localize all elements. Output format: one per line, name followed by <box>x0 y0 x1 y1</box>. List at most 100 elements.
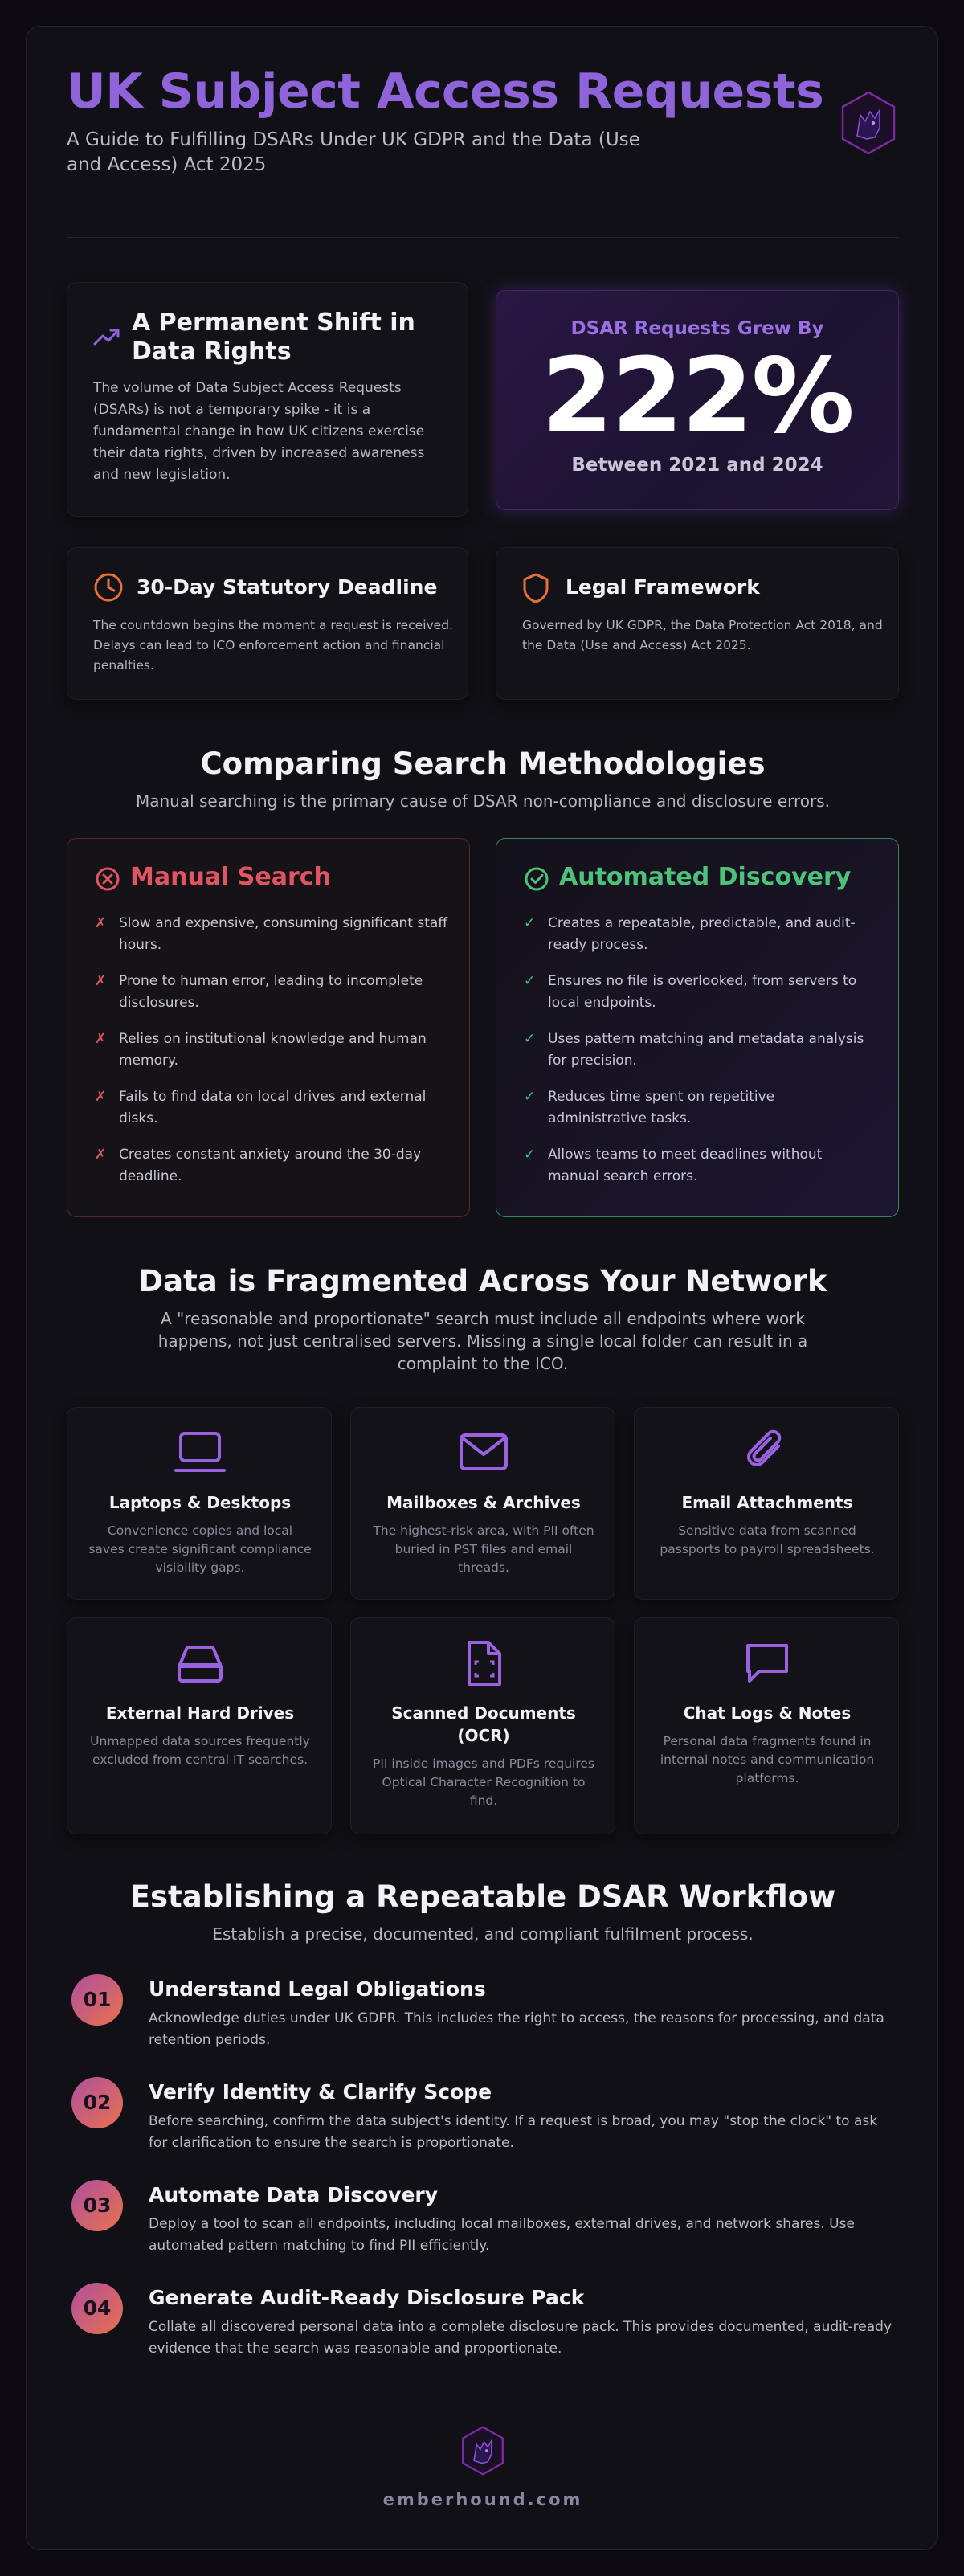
deadline-title: 30-Day Statutory Deadline <box>137 575 438 599</box>
stat-card: DSAR Requests Grew By 222% Between 2021 … <box>496 290 899 510</box>
intro-title: A Permanent Shift in Data Rights <box>132 309 415 366</box>
tile-scanned-documents: Scanned Documents (OCR) PII inside image… <box>350 1617 615 1834</box>
page-container: UK Subject Access Requests A Guide to Fu… <box>26 26 938 2550</box>
tile-text: PII inside images and PDFs requires Opti… <box>373 1756 594 1808</box>
list-item-text: Relies on institutional knowledge and hu… <box>119 1031 427 1069</box>
check-mark-icon: ✓ <box>524 915 536 931</box>
tile-title: Mailboxes & Archives <box>386 1493 581 1512</box>
tile-external-hard-drives: External Hard Drives Unmapped data sourc… <box>67 1617 332 1834</box>
step-title: Generate Audit-Ready Disclosure Pack <box>149 2286 585 2309</box>
step-text: Collate all discovered personal data int… <box>149 2319 893 2357</box>
paperclip-icon <box>747 1429 782 1466</box>
list-item-text: Reduces time spent on repetitive adminis… <box>548 1089 775 1126</box>
workflow-section-title: Establishing a Repeatable DSAR Workflow <box>129 1879 836 1914</box>
manual-search-title: Manual Search <box>130 863 331 891</box>
deadline-text: The countdown begins the moment a reques… <box>93 618 453 673</box>
list-item-text: Prone to human error, leading to incompl… <box>119 973 423 1011</box>
step-title: Understand Legal Obligations <box>149 1977 486 2001</box>
workflow-section-subtitle: Establish a precise, documented, and com… <box>212 1924 754 1944</box>
manual-search-card: Manual Search ✗ Slow and expensive, consu… <box>67 838 470 1217</box>
stat-value: 222% <box>541 337 854 456</box>
shield-icon <box>523 573 549 603</box>
list-item: ✗Slow and expensive, consuming significa… <box>95 913 448 956</box>
cross-mark-icon: ✗ <box>95 1089 107 1105</box>
hard-drive-icon <box>178 1646 223 1683</box>
legal-card: Legal Framework Governed by UK GDPR, the… <box>496 547 899 700</box>
list-item: ✓ Reduces time spent on repetitive admini… <box>524 1086 877 1130</box>
tile-text: Convenience copies and local saves creat… <box>88 1523 312 1575</box>
stat-label: DSAR Requests Grew By <box>570 318 824 339</box>
mail-icon <box>460 1433 508 1470</box>
legal-title: Legal Framework <box>566 575 760 599</box>
list-item: ✓Allows teams to meet deadlines without … <box>524 1144 877 1188</box>
automated-discovery-list: ✓ Creates a repeatable, predictable, and … <box>524 913 877 1202</box>
workflow-step-4: 04 Generate Audit-Ready Disclosure Pack … <box>67 2283 899 2371</box>
intro-card: A Permanent Shift in Data Rights The vol… <box>67 282 468 517</box>
chat-bubble-icon <box>746 1644 788 1683</box>
workflow-step-3: 03 Automate Data Discovery Deploy a tool… <box>67 2180 899 2268</box>
header: UK Subject Access Requests A Guide to Fu… <box>67 62 899 206</box>
check-mark-icon: ✓ <box>524 1147 536 1163</box>
tile-title: Scanned Documents (OCR) <box>391 1703 576 1745</box>
cross-mark-icon: ✗ <box>95 973 107 989</box>
compare-section-subtitle: Manual searching is the primary cause of… <box>135 791 831 811</box>
check-mark-icon: ✓ <box>524 973 536 989</box>
tile-title: Laptops & Desktops <box>108 1493 292 1512</box>
cross-mark-icon: ✗ <box>95 1031 107 1047</box>
footer-brand: emberhound.com <box>382 2490 583 2509</box>
page-subtitle: A Guide to Fulfilling DSARs Under UK GDP… <box>67 129 640 175</box>
step-text: Acknowledge duties under UK GDPR. This i… <box>149 2010 884 2048</box>
automated-discovery-card: Automated Discovery ✓ Creates a repeatabl… <box>496 838 899 1217</box>
list-item: ✓ Creates a repeatable, predictable, and … <box>524 913 877 956</box>
list-item-text: Creates constant anxiety around the 30-d… <box>119 1147 422 1184</box>
workflow-step-1: 01 Understand Legal Obligations Acknowle… <box>67 1974 899 2063</box>
network-section-subtitle: A "reasonable and proportionate" search … <box>157 1309 808 1373</box>
step-number-badge: 04 <box>71 2283 123 2334</box>
list-item: ✓ Ensures no file is overlooked, from ser… <box>524 971 877 1014</box>
deadline-card: 30-Day Statutory Deadline The countdown … <box>67 547 468 700</box>
x-circle-icon <box>96 867 120 891</box>
network-section-title: Data is Fragmented Across Your Network <box>138 1264 827 1298</box>
trending-up-icon <box>93 329 120 346</box>
tile-chat-logs-notes: Chat Logs & Notes Personal data fragment… <box>634 1617 899 1834</box>
check-mark-icon: ✓ <box>524 1089 536 1105</box>
list-item: ✗ Relies on institutional knowledge and h… <box>95 1028 448 1072</box>
check-circle-icon <box>525 867 549 891</box>
list-item-text: Creates a repeatable, predictable, and a… <box>548 915 856 953</box>
tile-text: The highest-risk area, with PII often bu… <box>373 1523 594 1575</box>
tile-title: Email Attachments <box>681 1493 853 1512</box>
wolf-shield-logo-icon <box>841 91 896 155</box>
list-item-text: Uses pattern matching and metadata analy… <box>548 1031 864 1069</box>
tile-text: Personal data fragments found in interna… <box>660 1734 875 1785</box>
page-title: UK Subject Access Requests <box>67 63 824 120</box>
tile-title: Chat Logs & Notes <box>683 1703 852 1723</box>
manual-search-list: ✗ Slow and expensive, consuming significa… <box>95 913 448 1202</box>
tile-text: Sensitive data from scanned passports to… <box>660 1523 875 1556</box>
laptop-icon <box>174 1432 226 1472</box>
automated-discovery-title: Automated Discovery <box>559 863 852 891</box>
compare-section-title: Comparing Search Methodologies <box>200 746 766 781</box>
footer-wolf-logo-icon <box>462 2426 504 2476</box>
tile-text: Unmapped data sources frequently exclude… <box>90 1734 310 1767</box>
list-item: ✗ Fails to find data on local drives and … <box>95 1086 448 1130</box>
list-item-text: Ensures no file is overlooked, from serv… <box>548 973 857 1011</box>
step-number-badge: 02 <box>71 2077 123 2128</box>
step-title: Automate Data Discovery <box>149 2183 439 2206</box>
step-number-badge: 01 <box>71 1974 123 2026</box>
step-text: Deploy a tool to scan all endpoints, inc… <box>149 2216 855 2254</box>
tile-title: External Hard Drives <box>105 1703 295 1723</box>
cross-mark-icon: ✗ <box>95 1147 107 1163</box>
step-text: Before searching, confirm the data subje… <box>149 2113 878 2151</box>
tile-laptops-desktops: Laptops & Desktops Convenience copies an… <box>67 1407 332 1600</box>
workflow-step-2: 02 Verify Identity & Clarify Scope Befor… <box>67 2077 899 2165</box>
tile-mailboxes-archives: Mailboxes & Archives The highest-risk ar… <box>350 1407 615 1600</box>
legal-text: Governed by UK GDPR, the Data Protection… <box>522 618 883 652</box>
stat-subtitle: Between 2021 and 2024 <box>571 455 823 476</box>
list-item: ✓Uses pattern matching and metadata anal… <box>524 1028 877 1072</box>
step-title: Verify Identity & Clarify Scope <box>149 2080 492 2104</box>
header-divider <box>67 237 899 238</box>
list-item-text: Slow and expensive, consuming significan… <box>119 915 448 953</box>
list-item: ✗ Prone to human error, leading to incomp… <box>95 971 448 1014</box>
scan-document-icon <box>468 1641 501 1686</box>
list-item-text: Fails to find data on local drives and e… <box>119 1089 427 1126</box>
